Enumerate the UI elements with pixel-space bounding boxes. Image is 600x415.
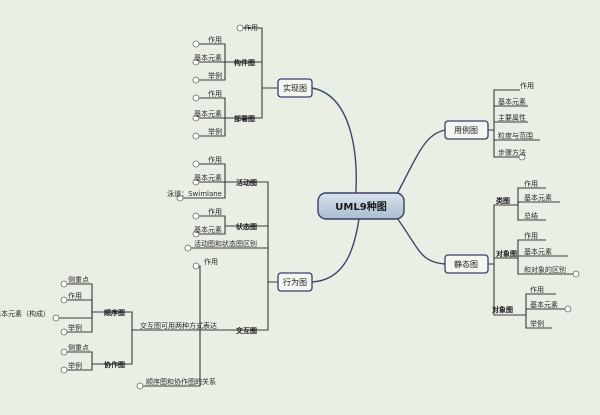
collapse-toggle[interactable]: [192, 178, 200, 186]
package-item[interactable]: 作用: [530, 285, 544, 294]
usecase-item[interactable]: 粒度与范围: [498, 131, 533, 140]
collapse-toggle[interactable]: [192, 132, 200, 140]
collapse-toggle[interactable]: [192, 94, 200, 102]
deploy-label[interactable]: 部署图: [234, 114, 255, 123]
object-item[interactable]: 作用: [524, 231, 538, 240]
collab-item[interactable]: 举例: [68, 361, 82, 370]
collapse-toggle[interactable]: [60, 328, 68, 336]
collapse-toggle[interactable]: [192, 40, 200, 48]
class-item[interactable]: 基本元素: [524, 193, 552, 202]
collapse-toggle[interactable]: [176, 194, 184, 202]
sequence-item[interactable]: 侧重点: [68, 275, 89, 284]
interaction-label[interactable]: 交互图: [236, 326, 257, 335]
usecase-item[interactable]: 基本元素: [498, 97, 526, 106]
deploy-item[interactable]: 基本元素: [194, 109, 222, 118]
sequence-item[interactable]: 基本元素（构成）: [0, 309, 50, 318]
usecase-item[interactable]: 主要属性: [498, 113, 526, 122]
impl-top-item[interactable]: 作用: [244, 23, 258, 32]
node-static-label: 静态图: [454, 259, 478, 269]
node-impl[interactable]: 实现图: [277, 78, 313, 98]
collapse-toggle[interactable]: [564, 305, 572, 313]
node-behavior-label: 行为图: [283, 277, 307, 287]
collapse-toggle[interactable]: [236, 24, 244, 32]
collapse-toggle[interactable]: [192, 160, 200, 168]
interaction-relation[interactable]: 顺序图和协作图的关系: [146, 377, 216, 386]
component-item[interactable]: 举例: [208, 71, 222, 80]
package-item[interactable]: 基本元素: [530, 300, 558, 309]
state-item[interactable]: 基本元素: [194, 225, 222, 234]
deploy-item[interactable]: 举例: [208, 127, 222, 136]
usecase-item[interactable]: 步骤方法: [498, 148, 526, 157]
object-item[interactable]: 和对象的区别: [524, 265, 566, 274]
class-item[interactable]: 作用: [524, 179, 538, 188]
activity-label[interactable]: 活动图: [236, 178, 257, 187]
collapse-toggle[interactable]: [192, 58, 200, 66]
collapse-toggle[interactable]: [572, 270, 580, 278]
node-usecase-label: 用例图: [454, 125, 478, 135]
deploy-item[interactable]: 作用: [208, 89, 222, 98]
class-label[interactable]: 类图: [496, 196, 510, 205]
collapse-toggle[interactable]: [52, 314, 60, 322]
node-behavior[interactable]: 行为图: [277, 272, 313, 292]
node-usecase[interactable]: 用例图: [444, 120, 489, 140]
sequence-item[interactable]: 举例: [68, 323, 82, 332]
node-static[interactable]: 静态图: [444, 254, 489, 274]
collapse-toggle[interactable]: [60, 280, 68, 288]
state-diff[interactable]: 活动图和状态图区别: [194, 239, 257, 248]
sequence-item[interactable]: 作用: [68, 291, 82, 300]
collapse-toggle[interactable]: [192, 262, 200, 270]
collapse-toggle[interactable]: [192, 230, 200, 238]
state-label[interactable]: 状态图: [236, 222, 257, 231]
collapse-toggle[interactable]: [136, 382, 144, 390]
collapse-toggle[interactable]: [518, 153, 526, 161]
state-item[interactable]: 作用: [208, 207, 222, 216]
package-item[interactable]: 举例: [530, 319, 544, 328]
center-label: UML9种图: [335, 200, 386, 213]
package-label[interactable]: 对象图: [492, 305, 513, 314]
collapse-toggle[interactable]: [184, 244, 192, 252]
collapse-toggle[interactable]: [192, 212, 200, 220]
activity-item[interactable]: 泳道：Swimlane: [167, 189, 222, 198]
collapse-toggle[interactable]: [60, 296, 68, 304]
collapse-toggle[interactable]: [60, 348, 68, 356]
collab-item[interactable]: 侧重点: [68, 343, 89, 352]
interaction-desc[interactable]: 交互图可用两种方式表达: [140, 321, 217, 330]
sequence-label[interactable]: 顺序图: [104, 308, 125, 317]
collapse-toggle[interactable]: [192, 76, 200, 84]
component-item[interactable]: 作用: [208, 35, 222, 44]
node-impl-label: 实现图: [283, 83, 307, 93]
usecase-item[interactable]: 作用: [520, 81, 534, 90]
collapse-toggles: [52, 24, 580, 390]
activity-item[interactable]: 基本元素: [194, 173, 222, 182]
collapse-toggle[interactable]: [192, 114, 200, 122]
component-label[interactable]: 构件图: [234, 58, 255, 67]
collab-label[interactable]: 协作图: [104, 360, 125, 369]
activity-item[interactable]: 作用: [208, 155, 222, 164]
object-label[interactable]: 对象图: [496, 249, 517, 258]
collapse-toggle[interactable]: [60, 366, 68, 374]
object-item[interactable]: 基本元素: [524, 247, 552, 256]
interaction-top[interactable]: 作用: [204, 257, 218, 266]
class-item[interactable]: 总结: [524, 211, 538, 220]
component-item[interactable]: 基本元素: [194, 53, 222, 62]
center-node[interactable]: UML9种图: [317, 192, 405, 220]
